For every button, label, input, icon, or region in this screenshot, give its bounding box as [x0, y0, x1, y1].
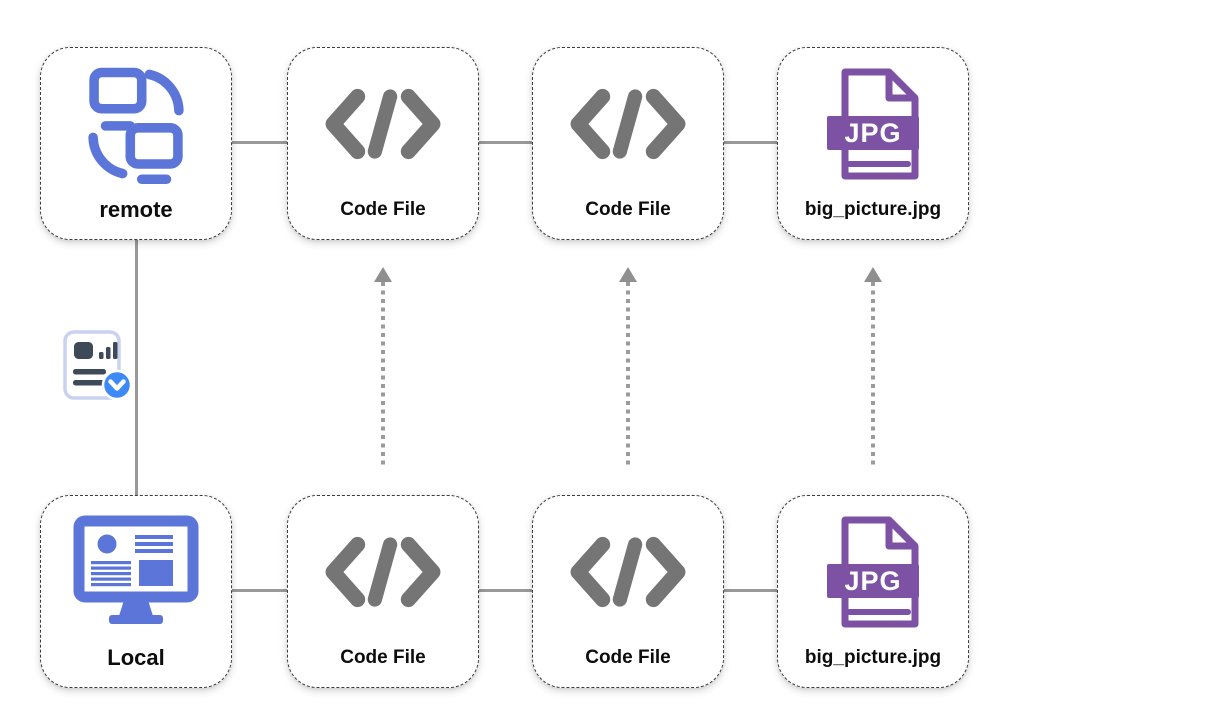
dotted-line — [381, 282, 385, 468]
code-icon — [288, 496, 478, 648]
dotted-arrow-up-codefile-2 — [619, 267, 637, 468]
code-icon — [533, 496, 723, 648]
dotted-line — [871, 282, 875, 468]
jpg-file-icon: JPG — [778, 496, 968, 648]
jpg-file-icon: JPG — [778, 48, 968, 200]
node-big-picture-top: JPG big_picture.jpg — [777, 47, 969, 240]
edge-remote-codefile-top-1 — [232, 141, 287, 144]
node-label: big_picture.jpg — [804, 647, 942, 668]
node-code-file-bottom-1: Code File — [287, 495, 479, 688]
dotted-line — [626, 282, 630, 468]
sync-icon — [41, 48, 231, 199]
edge-codefile-top-2-jpg-top — [723, 141, 777, 144]
node-label: Code File — [585, 199, 671, 220]
edge-codefile-bottom-2-jpg-bottom — [723, 589, 777, 592]
node-code-file-bottom-2: Code File — [532, 495, 724, 688]
node-big-picture-bottom: JPG big_picture.jpg — [777, 495, 969, 688]
node-local: Local — [40, 495, 232, 688]
code-icon — [533, 48, 723, 200]
dotted-arrow-up-jpg — [864, 267, 882, 468]
monitor-icon — [41, 496, 231, 647]
node-code-file-top-1: Code File — [287, 47, 479, 240]
svg-text:JPG: JPG — [844, 118, 901, 148]
arrowhead-icon — [374, 267, 392, 282]
node-label: Local — [107, 645, 165, 670]
node-label: Code File — [340, 647, 426, 668]
edge-remote-local — [135, 239, 138, 495]
svg-text:JPG: JPG — [844, 566, 901, 596]
arrowhead-icon — [864, 267, 882, 282]
dotted-arrow-up-codefile-1 — [374, 267, 392, 468]
node-code-file-top-2: Code File — [532, 47, 724, 240]
edge-local-codefile-bottom-1 — [232, 589, 287, 592]
node-label: Code File — [585, 647, 671, 668]
edge-codefile-top-1-codefile-top-2 — [478, 141, 532, 144]
node-label: big_picture.jpg — [804, 199, 942, 220]
node-remote: remote — [40, 47, 232, 240]
edge-codefile-bottom-1-codefile-bottom-2 — [478, 589, 532, 592]
arrowhead-icon — [619, 267, 637, 282]
versioned-document-icon — [60, 329, 134, 412]
node-label: remote — [99, 197, 173, 222]
node-label: Code File — [340, 199, 426, 220]
code-icon — [288, 48, 478, 200]
